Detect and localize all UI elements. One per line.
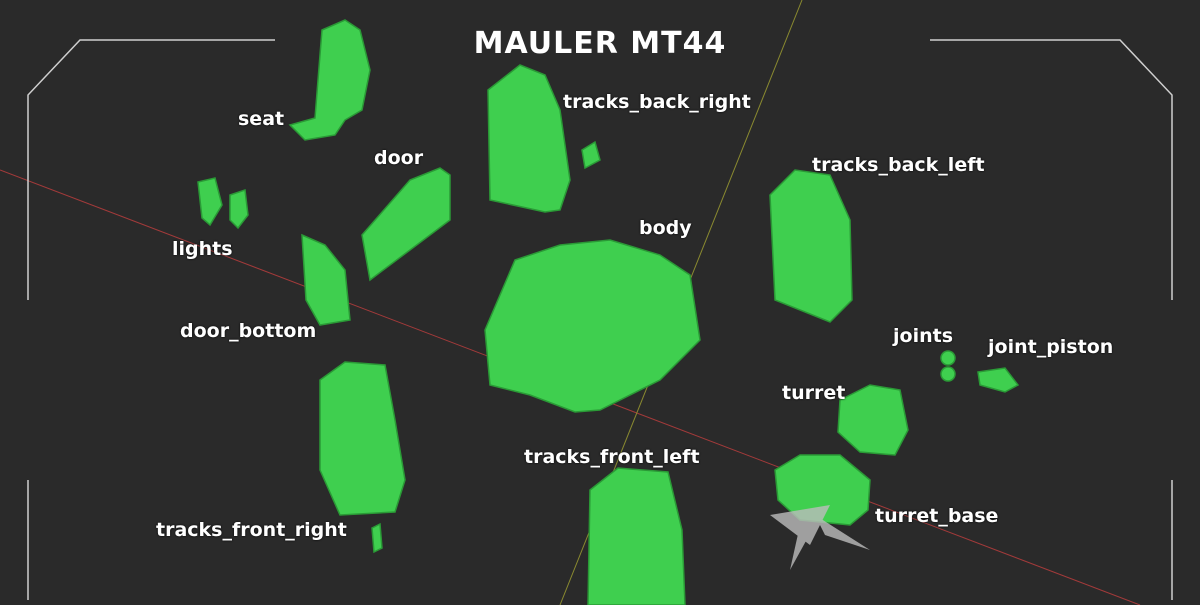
seat-part[interactable] <box>288 19 371 141</box>
label-tracks-front-left: tracks_front_left <box>524 446 700 468</box>
tracks-front-left-part[interactable] <box>587 467 686 605</box>
label-door-bottom: door_bottom <box>180 320 317 342</box>
small-pin-part[interactable] <box>371 522 383 554</box>
page-title: MAULER MT44 <box>473 26 727 61</box>
label-tracks-front-right: tracks_front_right <box>156 519 347 541</box>
light-part-1[interactable] <box>197 177 223 227</box>
label-lights: lights <box>172 238 233 260</box>
label-joints: joints <box>893 325 953 347</box>
body-part[interactable] <box>484 239 701 413</box>
label-body: body <box>639 217 692 239</box>
small-piston-part[interactable] <box>581 140 601 170</box>
door-part[interactable] <box>361 167 451 282</box>
turret-part[interactable] <box>837 384 909 456</box>
label-door: door <box>374 147 424 169</box>
turret-base-spikes <box>770 505 870 570</box>
label-turret: turret <box>782 382 846 404</box>
turret-base-part[interactable] <box>774 454 871 526</box>
tracks-back-left-part[interactable] <box>769 169 853 323</box>
label-seat: seat <box>238 108 285 130</box>
tracks-back-right-part[interactable] <box>487 64 571 213</box>
joint-part-2[interactable] <box>940 366 956 382</box>
joint-piston-part[interactable] <box>977 367 1020 393</box>
tracks-front-right-part[interactable] <box>319 361 406 516</box>
label-tracks-back-right: tracks_back_right <box>563 91 751 113</box>
door-bottom-part[interactable] <box>301 233 351 326</box>
light-part-2[interactable] <box>229 188 249 230</box>
label-turret-base: turret_base <box>875 505 999 527</box>
joint-part-1[interactable] <box>940 350 956 366</box>
label-tracks-back-left: tracks_back_left <box>812 154 985 176</box>
label-joint-piston: joint_piston <box>988 336 1114 358</box>
frame-corners <box>27 39 1173 600</box>
